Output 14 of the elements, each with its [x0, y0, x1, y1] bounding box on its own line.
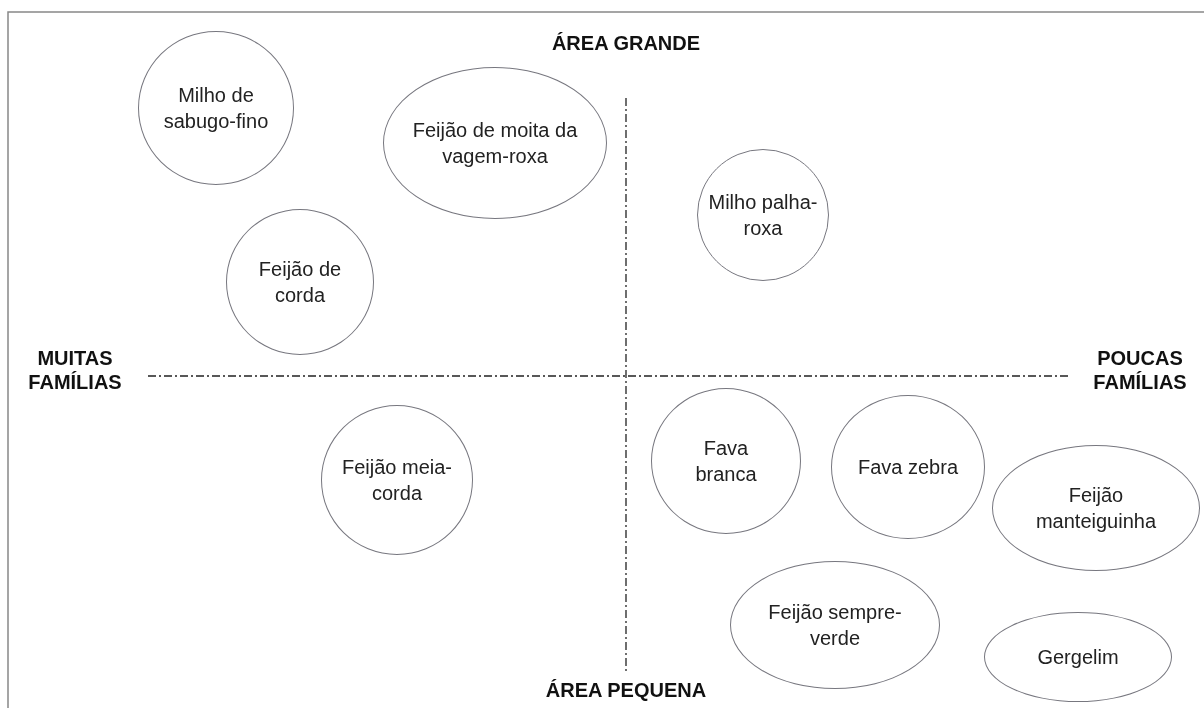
node-text: Gergelim: [1037, 645, 1119, 670]
axis-label: ÁREA GRANDE: [550, 31, 702, 55]
node-text: Milho palha-roxa: [708, 190, 818, 241]
node-text: Feijão sempre-verde: [767, 600, 903, 651]
node-text: Milho de sabugo-fino: [162, 83, 270, 134]
node-text: Feijão meia-corda: [340, 455, 453, 506]
node-text: Fava zebra: [857, 455, 959, 480]
node-text: Feijão de corda: [257, 257, 343, 308]
node-text: Feijão de moita da vagem-roxa: [411, 118, 579, 169]
node-text: Feijão manteiguinha: [1034, 483, 1158, 534]
axis-label: POUCAS FAMÍLIAS: [1092, 346, 1188, 394]
axis-label: ÁREA PEQUENA: [544, 678, 708, 702]
node-text: Fava branca: [694, 436, 758, 487]
axis-label: MUITAS FAMÍLIAS: [27, 346, 123, 394]
